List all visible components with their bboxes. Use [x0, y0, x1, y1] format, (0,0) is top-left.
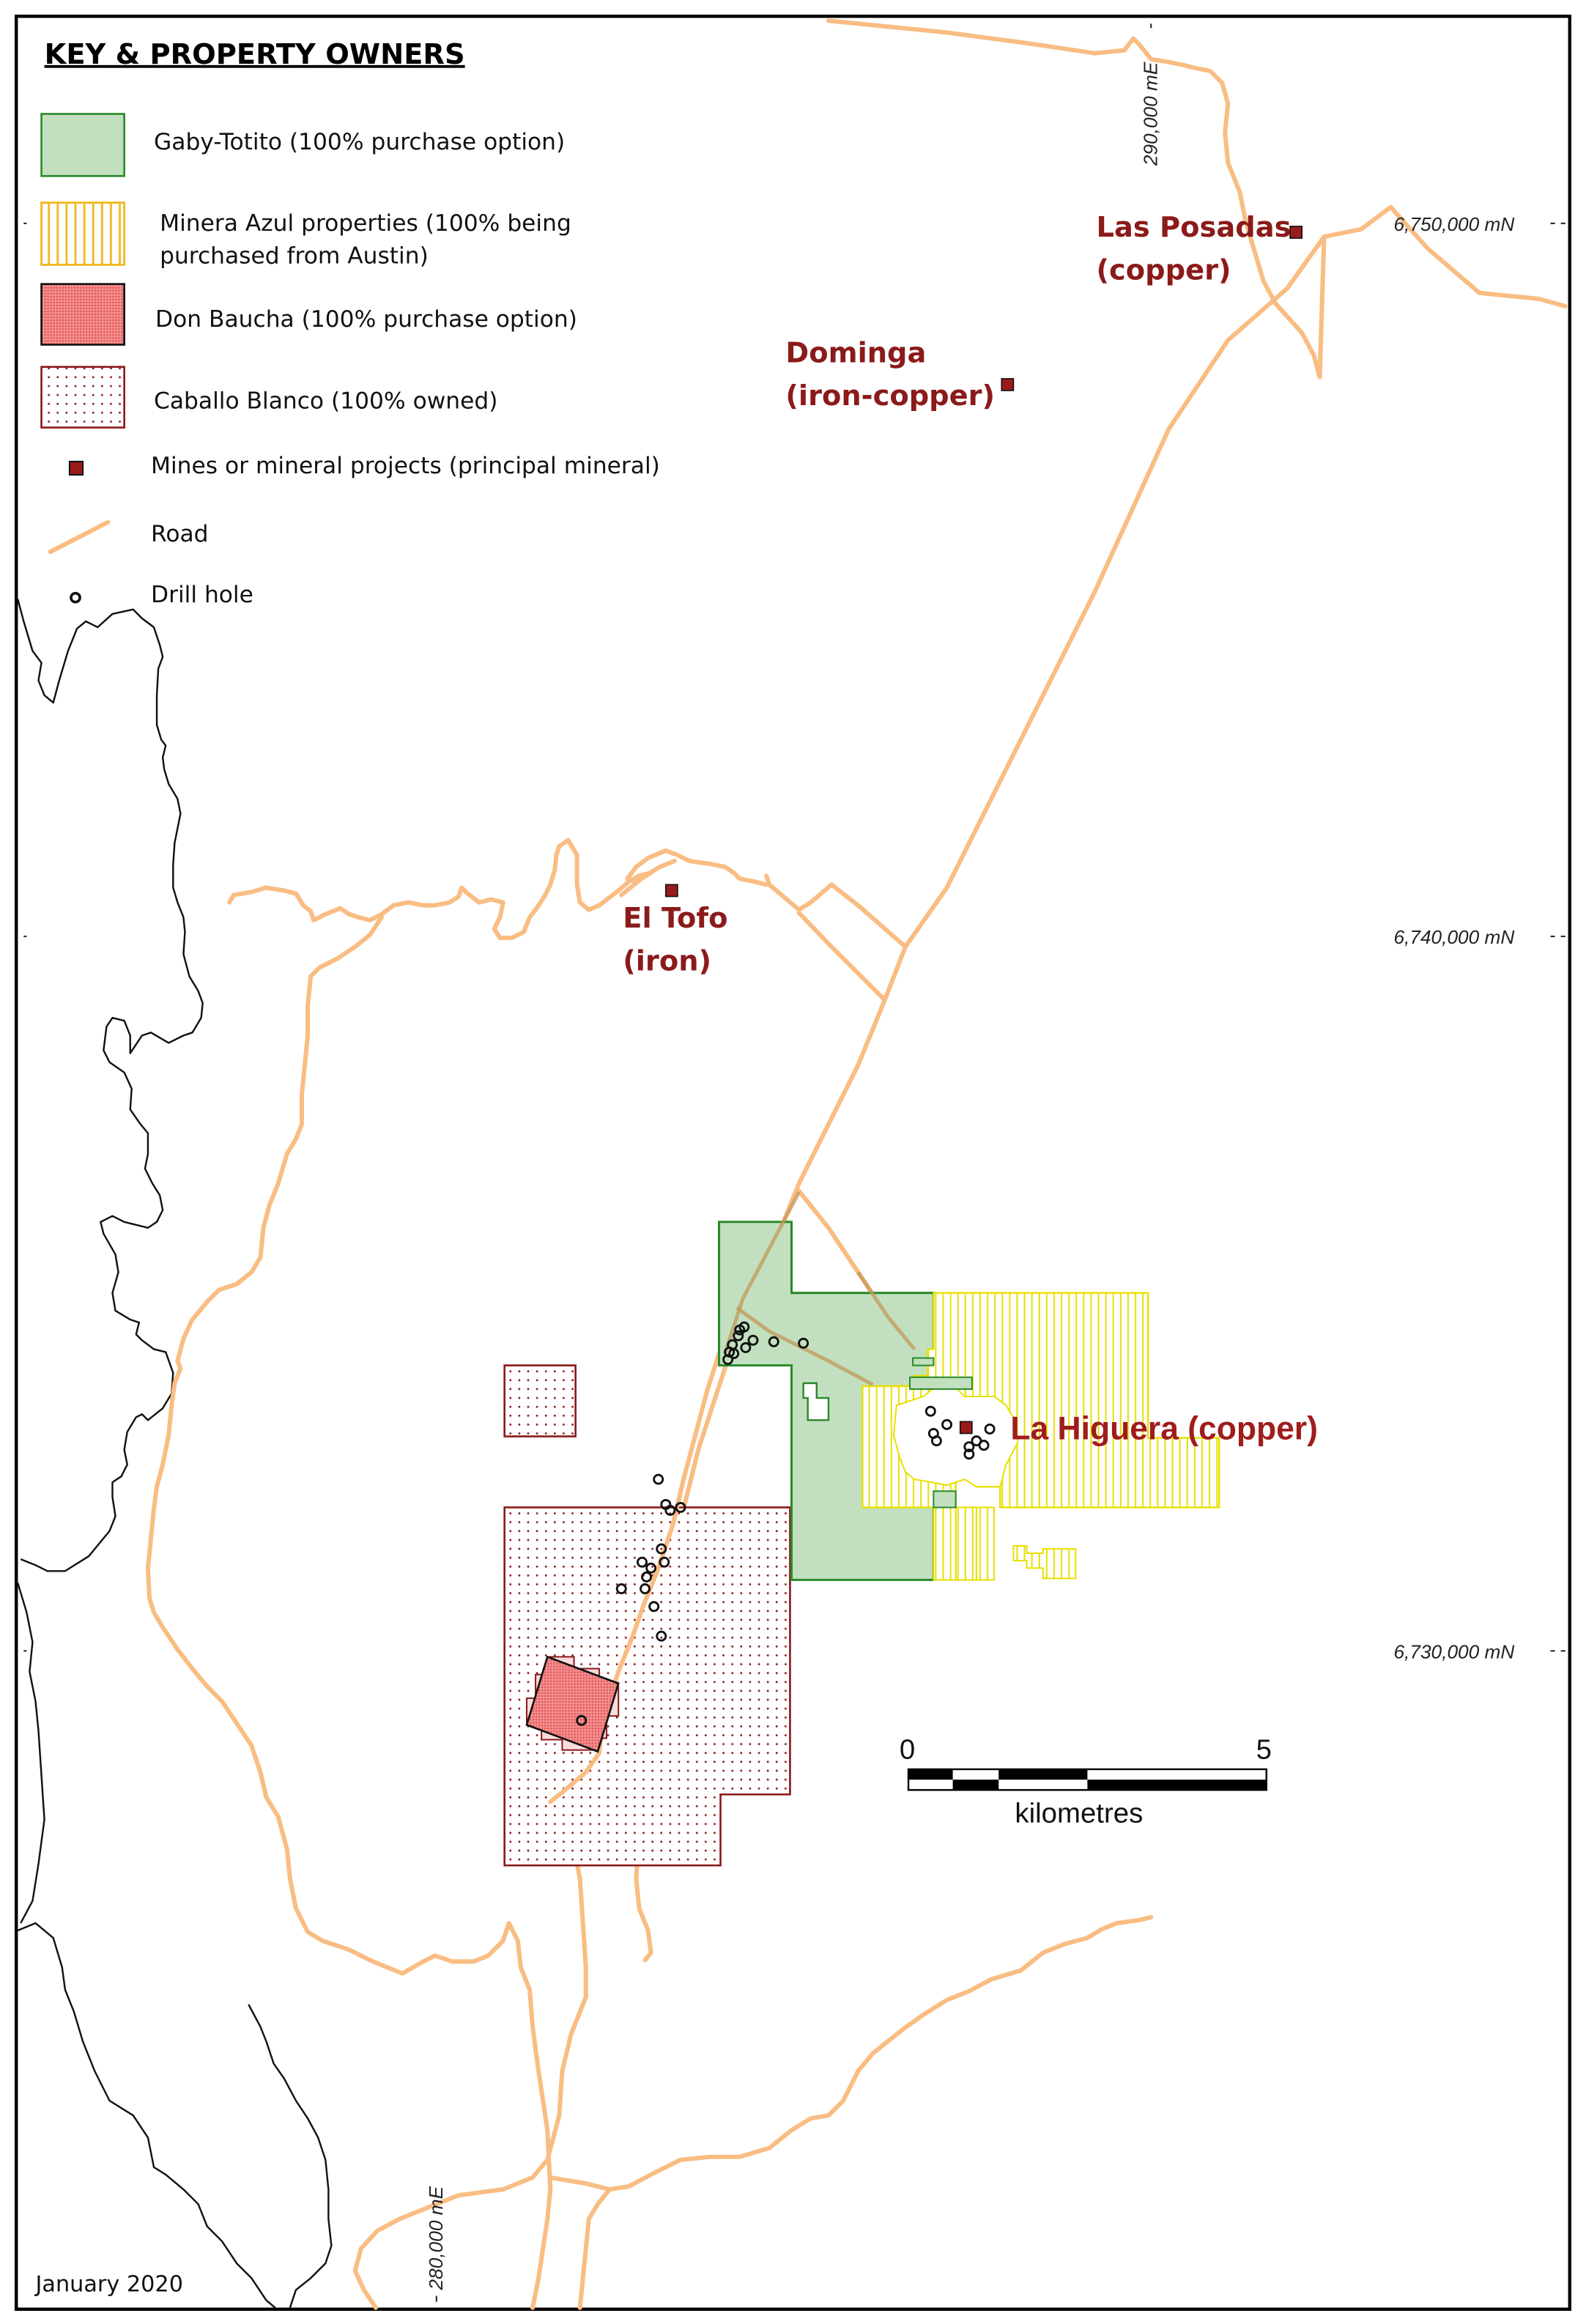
mine-mineral-el-tofo: (iron) — [623, 945, 711, 978]
legend-label-don-baucha: Don Baucha (100% purchase option) — [155, 306, 577, 333]
mine-markers — [665, 226, 1303, 1435]
scale-end-label: 5 — [1256, 1734, 1272, 1766]
legend-label-drill-hole: Drill hole — [151, 582, 253, 608]
legend-swatch-caballo-blanco — [40, 366, 125, 429]
northing-label-6750000: 6,750,000 mN — [1393, 213, 1514, 235]
drill-holes — [576, 1321, 996, 1726]
northing-label-6730000: 6,730,000 mN — [1393, 1640, 1514, 1662]
legend-swatch-don-baucha — [40, 283, 125, 346]
legend-title: KEY & PROPERTY OWNERS — [45, 38, 465, 71]
scale-unit-label: kilometres — [1015, 1798, 1143, 1829]
mine-marker-el-tofo[interactable] — [665, 884, 678, 898]
mine-square-icon — [68, 460, 84, 476]
mine-label-el-tofo: El Tofo — [623, 902, 727, 935]
legend: KEY & PROPERTY OWNERS Gaby-Totito (100% … — [40, 38, 660, 608]
mine-label-las-posadas: Las Posadas — [1097, 211, 1292, 244]
minera-azul-claims — [861, 1292, 1220, 1581]
easting-label-bottom: 280,000 mE — [425, 2186, 447, 2291]
mine-mineral-las-posadas: (copper) — [1097, 254, 1231, 287]
legend-label-minera-azul-line2: purchased from Austin) — [160, 243, 429, 269]
mine-marker-las-posadas[interactable] — [1289, 226, 1303, 239]
mine-label-la-higuera: La Higuera (copper) — [1010, 1411, 1318, 1447]
legend-label-minera-azul-line1: Minera Azul properties (100% being — [160, 210, 571, 237]
mine-label-dominga: Dominga — [785, 337, 926, 370]
drill-hole-icon — [70, 591, 81, 604]
legend-label-road: Road — [151, 521, 209, 547]
legend-swatch-minera-azul — [40, 201, 126, 266]
legend-label-caballo-blanco: Caballo Blanco (100% owned) — [154, 388, 497, 414]
legend-label-mines: Mines or mineral projects (principal min… — [151, 453, 660, 479]
mine-marker-la-higuera[interactable] — [959, 1421, 973, 1435]
legend-label-gaby-totito: Gaby-Totito (100% purchase option) — [154, 129, 565, 155]
scale-start-label: 0 — [900, 1734, 915, 1766]
scale-bar: 0 5 kilometres — [900, 1734, 1272, 1829]
road-line-icon — [48, 519, 111, 555]
coastline — [17, 599, 333, 2309]
map-frame — [14, 14, 1572, 2312]
mine-mineral-dominga: (iron-copper) — [785, 380, 995, 412]
legend-swatch-gaby-totito — [40, 113, 125, 177]
don-baucha-claims — [525, 1655, 620, 1753]
northing-label-6740000: 6,740,000 mN — [1393, 926, 1514, 948]
map-date: January 2020 — [34, 2272, 183, 2298]
mine-marker-dominga[interactable] — [1001, 378, 1015, 391]
easting-label-top: 290,000 mE — [1139, 62, 1161, 166]
grid-labels: 290,000 mE 280,000 mE 6,750,000 mN 6,740… — [23, 23, 1565, 2302]
caballo-blanco-claims — [503, 1364, 791, 1867]
